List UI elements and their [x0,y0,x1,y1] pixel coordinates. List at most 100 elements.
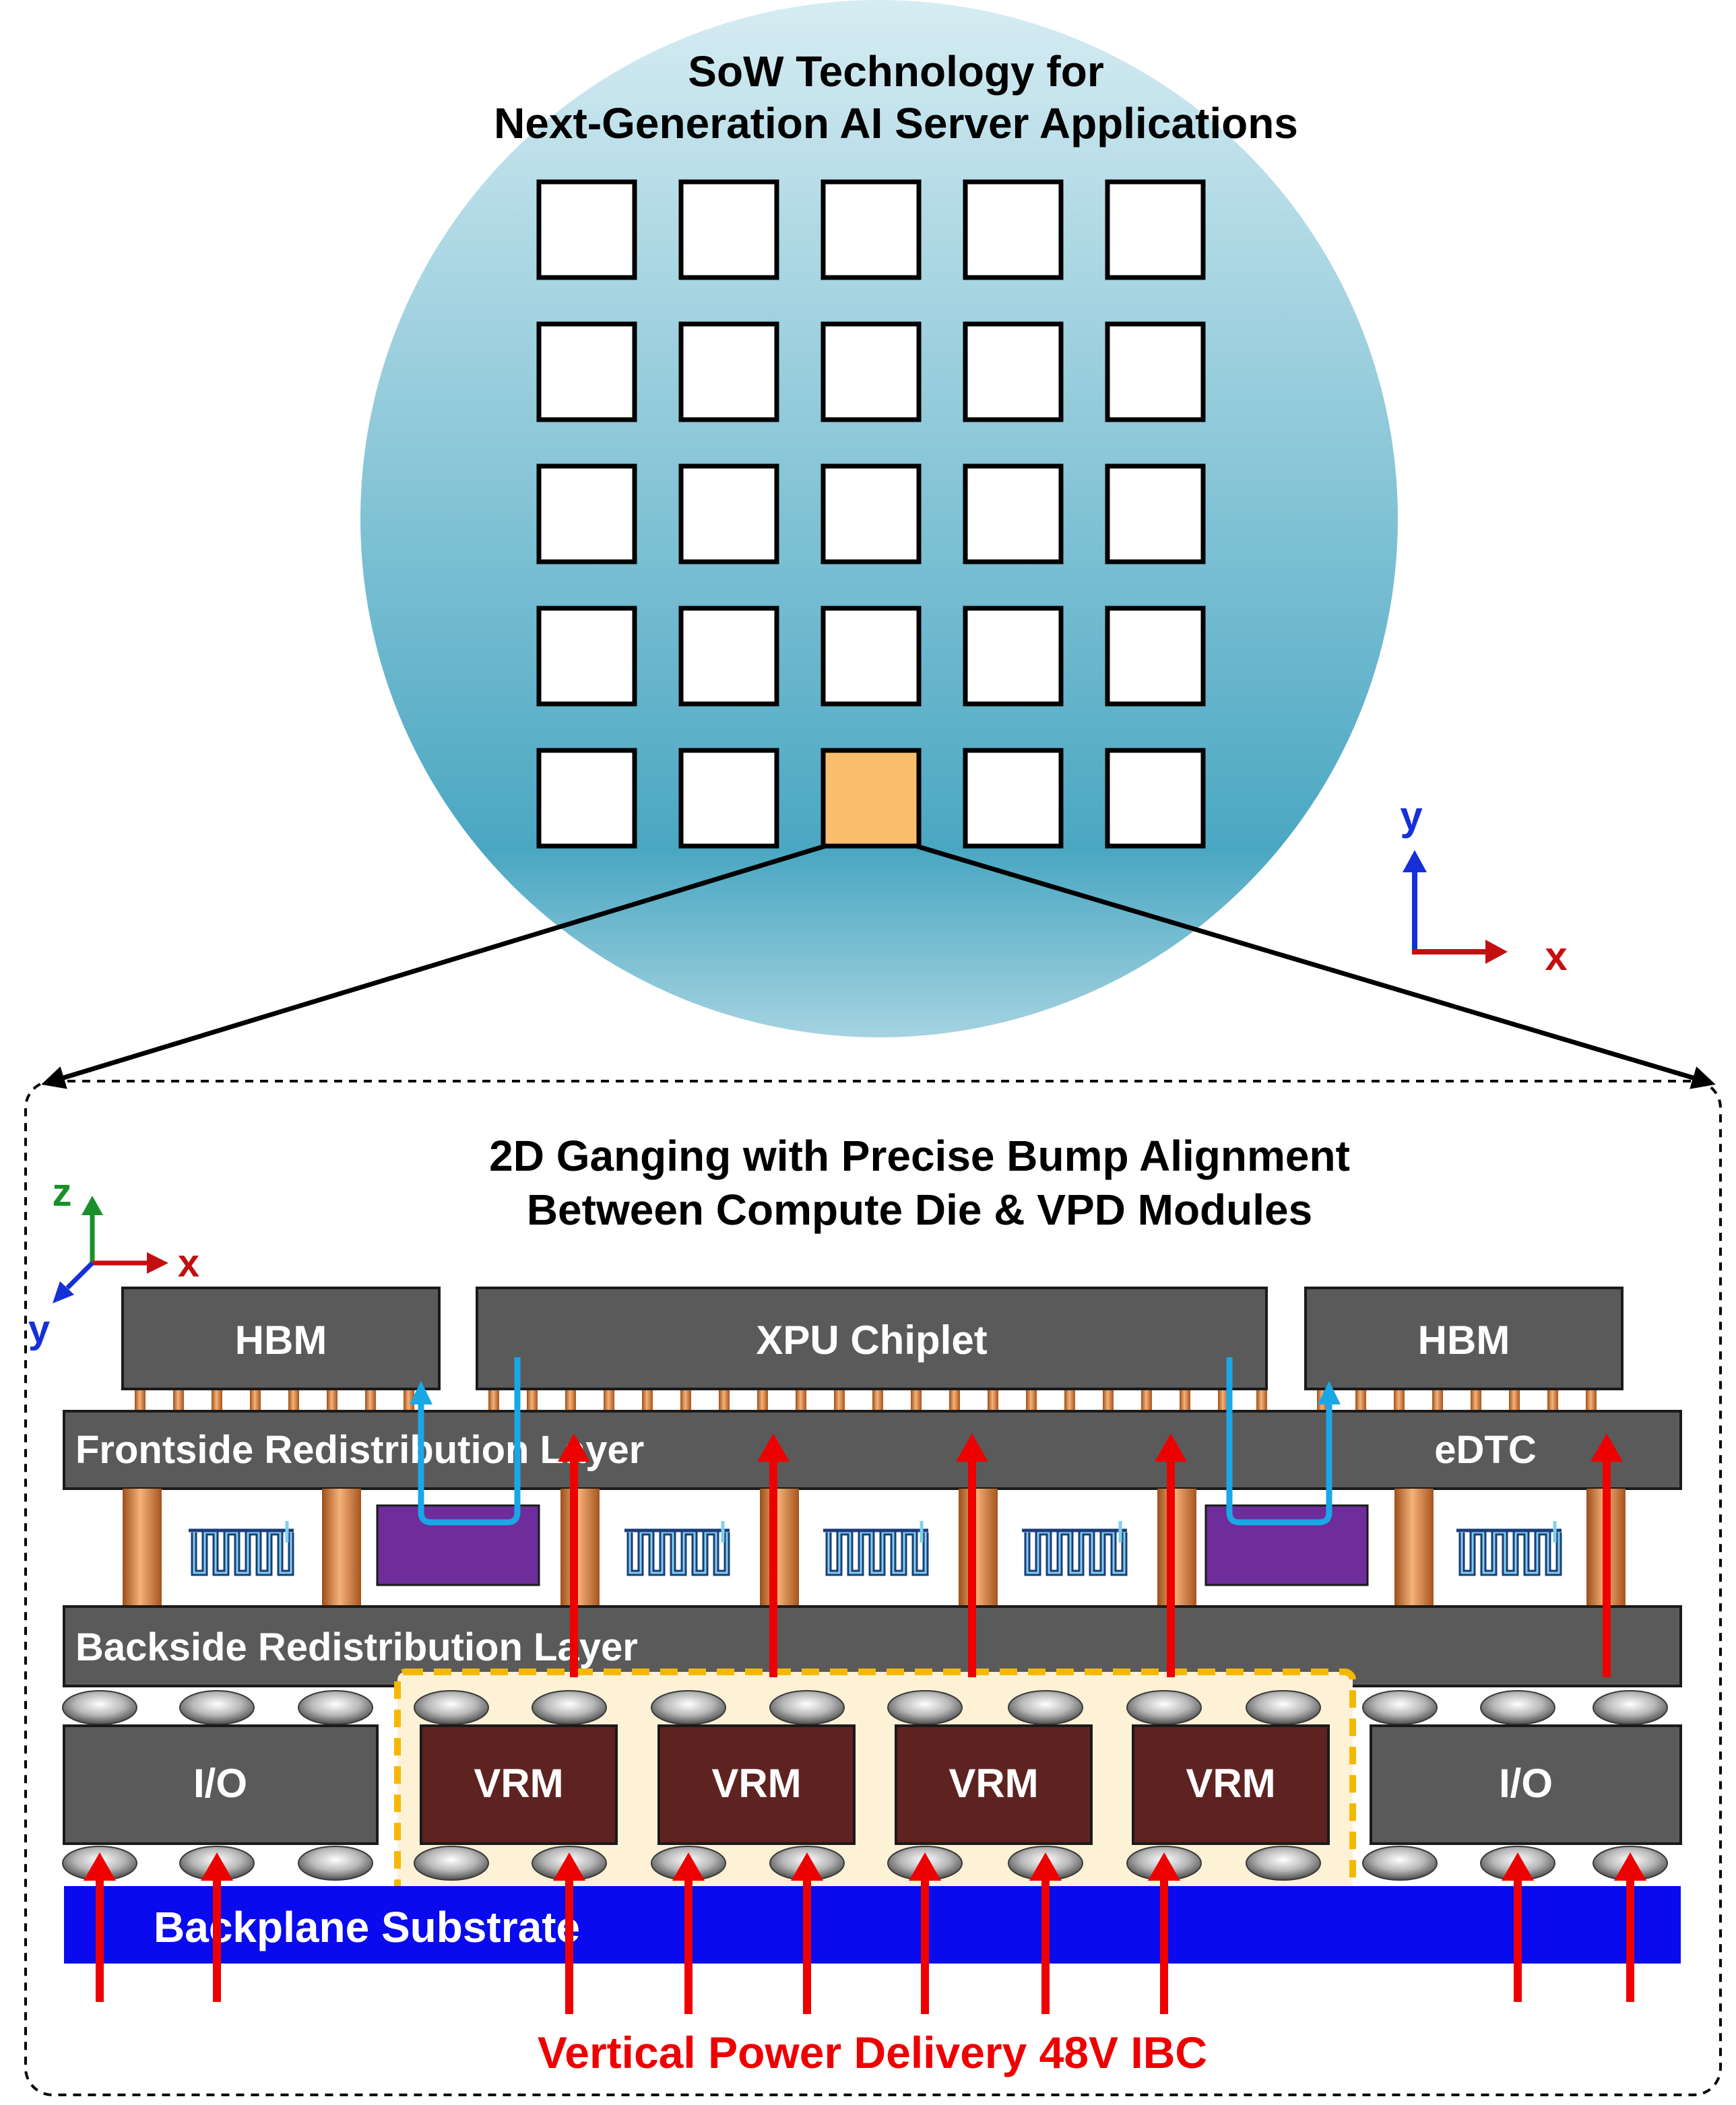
die [1105,463,1206,564]
signal-paths [410,1357,1341,1526]
wafer-group: SoW Technology for Next-Generation AI Se… [360,0,1398,1037]
edtc-label: eDTC [1434,1428,1536,1472]
top-axis-x-label: x [1545,934,1567,979]
io-right [1370,1724,1682,1845]
micro-bumps [135,1389,1597,1413]
hbm-right-label: HBM [1418,1318,1510,1363]
solder-ball [1362,1846,1438,1881]
xpu-chiplet [476,1287,1268,1390]
micro-bump [1180,1389,1190,1413]
die [1105,606,1206,707]
io-left [63,1724,379,1845]
solder-ball [769,1690,845,1725]
solder-ball [532,1690,607,1725]
power-arrow [1614,1852,1646,2002]
wafer-title-line2: Next-Generation AI Server Applications [494,99,1298,148]
micro-bump [796,1389,806,1413]
copper-pillar [1157,1489,1196,1607]
power-arrow [672,1852,705,2014]
solder-ball [298,1846,373,1881]
solder-ball [1593,1690,1668,1725]
power-arrow [791,1852,823,2014]
die [536,606,637,707]
die [536,321,637,422]
micro-bump [757,1389,768,1413]
solder-ball [1008,1690,1083,1725]
power-arrow [84,1852,116,2002]
micro-bump [250,1389,261,1413]
micro-bump [565,1389,576,1413]
die [963,748,1064,849]
die-highlighted [821,748,922,849]
wafer-title-line1: SoW Technology for [688,47,1103,96]
micro-bump [604,1389,614,1413]
micro-bump [1026,1389,1037,1413]
backside-rdl-label: Backside Redistribution Layer [75,1625,638,1669]
copper-pillar [322,1489,361,1607]
micro-bump [949,1389,960,1413]
vrm-2 [657,1724,856,1845]
power-arrow [1155,1433,1187,1677]
vrm-2-label: VRM [711,1761,801,1806]
solder-ball [414,1846,489,1881]
micro-bump [488,1389,499,1413]
die [963,463,1064,564]
micro-bump [719,1389,730,1413]
micro-bump [1141,1389,1152,1413]
die [963,321,1064,422]
power-arrow [909,1852,941,2014]
interposer-layer [123,1489,1626,1607]
solder-ball [1246,1690,1321,1725]
micro-bump [212,1389,222,1413]
power-module-row: I/O VRM VRM VRM VRM I/O [63,1724,1682,1845]
detail-title-line1: 2D Ganging with Precise Bump Alignment [489,1132,1350,1180]
dtc-capacitor-icon [181,1519,302,1586]
vrm-1-label: VRM [474,1761,563,1806]
power-arrow [956,1433,988,1677]
power-arrow [1590,1433,1623,1677]
solder-ball [651,1690,726,1725]
backplane-substrate [64,1886,1681,1964]
vpd-caption: Vertical Power Delivery 48V IBC [538,2028,1207,2077]
micro-bump [1103,1389,1114,1413]
bottom-axis-x-label: x [178,1241,199,1285]
frontside-rdl [63,1410,1682,1490]
dtc-capacitor-icon [616,1519,738,1586]
solder-ball-rows [62,1690,1668,1881]
top-axes: y x [1400,794,1567,979]
power-arrows [84,1433,1646,2014]
micro-bump [1586,1389,1597,1413]
die [963,179,1064,280]
solder-ball [887,1690,963,1725]
micro-bump [135,1389,146,1413]
micro-bump [327,1389,337,1413]
die [821,321,922,422]
die [1105,321,1206,422]
power-arrow [1029,1852,1062,2014]
micro-bump [1064,1389,1075,1413]
bottom-axis-z-label: z [53,1171,72,1215]
io-left-label: I/O [193,1761,247,1806]
die [678,321,779,422]
die [536,748,637,849]
micro-bump [173,1389,184,1413]
die [536,463,637,564]
power-arrow [1148,1852,1180,2014]
solder-ball [1362,1690,1438,1725]
micro-bump [1471,1389,1481,1413]
die [963,606,1064,707]
power-arrow [553,1852,585,2014]
die [821,463,922,564]
micro-bump [527,1389,538,1413]
die [678,748,779,849]
bottom-axis-y-label: y [28,1307,50,1351]
copper-pillar [123,1489,162,1607]
dtc-capacitor-icon [815,1519,936,1586]
solder-ball [1246,1846,1321,1881]
micro-bump [1547,1389,1558,1413]
micro-bump [834,1389,845,1413]
vrm-4-label: VRM [1186,1761,1275,1806]
top-dies: HBM XPU Chiplet HBM [121,1287,1624,1390]
micro-bump [1355,1389,1366,1413]
